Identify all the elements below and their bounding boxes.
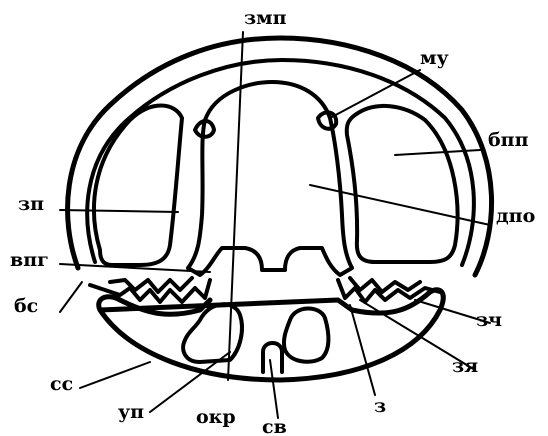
central-slot-sv [263,343,282,372]
label-dpo: дпо [496,205,535,227]
inner-shell-rim [87,60,474,265]
label-zp: зп [18,193,44,215]
leader-zp [60,210,178,212]
leader-z [350,305,375,395]
label-sv: св [262,416,287,436]
teeth-right-inner [350,278,420,292]
label-vpg: впг [10,249,49,271]
label-zmp: змп [244,7,287,29]
label-mu: му [420,47,449,69]
label-bs: бс [14,295,38,317]
label-zya: зя [452,355,478,377]
label-bpp: бпп [488,129,529,151]
label-zch: зч [476,309,502,331]
label-okr: окр [196,406,236,428]
right-chamber-bpp [347,106,458,262]
leader-dpo [310,185,490,225]
leader-ss [80,362,150,388]
label-ss: сс [50,373,73,395]
lower-cavity-right [284,308,328,361]
leader-sv [270,360,278,418]
label-up: уп [118,401,144,423]
outer-shell [68,38,492,275]
label-z: з [374,395,386,417]
leader-bs [60,282,82,312]
left-chamber [94,106,182,266]
